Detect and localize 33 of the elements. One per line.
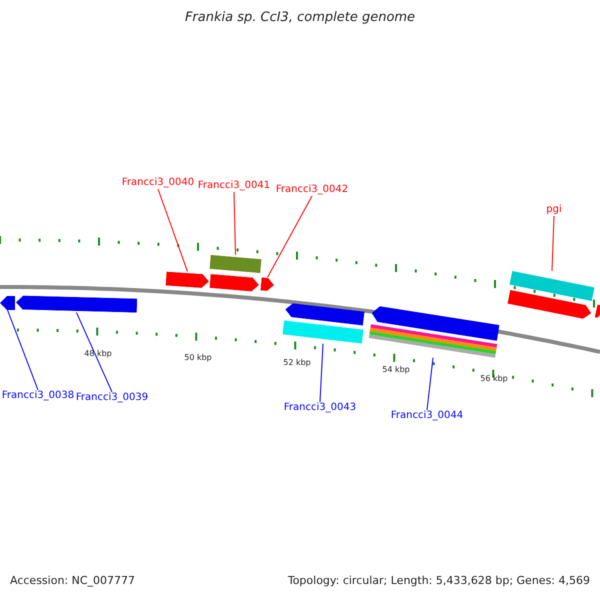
leader-line bbox=[320, 343, 324, 402]
gene-feature-block bbox=[370, 305, 500, 341]
leader-line bbox=[158, 188, 188, 272]
leader-line bbox=[552, 216, 554, 272]
scale-label: 54 kbp bbox=[382, 365, 410, 374]
gene-label: Francci3_0038 bbox=[2, 390, 74, 402]
gene-feature-block bbox=[260, 277, 275, 292]
leader-line bbox=[267, 196, 312, 278]
feature-bar bbox=[282, 320, 364, 344]
striped-feature-bar bbox=[368, 324, 498, 358]
gene-label: Francci3_0042 bbox=[276, 184, 348, 196]
accession-note: Accession: NC_007777 bbox=[10, 574, 136, 587]
leader-line bbox=[234, 192, 236, 256]
genome-summary: Topology: circular; Length: 5,433,628 bp; Genes: 4,569 bbox=[288, 574, 590, 587]
leader-line bbox=[426, 357, 434, 410]
gene-label: Francci3_0043 bbox=[284, 402, 356, 414]
feature-bar bbox=[210, 254, 262, 274]
scale-label: 52 kbp bbox=[283, 358, 311, 367]
scale-label: 48 kbp bbox=[84, 349, 112, 358]
scale-label: 56 kbp bbox=[480, 374, 508, 383]
gene-feature-block bbox=[507, 290, 593, 320]
leader-line bbox=[76, 312, 112, 392]
gene-label: Francci3_0040 bbox=[122, 177, 194, 189]
leader-line bbox=[7, 310, 38, 390]
gene-label: Francci3_0039 bbox=[76, 392, 148, 404]
scale-label: 50 kbp bbox=[184, 353, 212, 362]
diagram-title: Frankia sp. CcI3, complete genome bbox=[184, 10, 416, 25]
gene-feature-block bbox=[0, 296, 15, 310]
gene-label: Francci3_0044 bbox=[390, 410, 464, 422]
gene-label: Francci3_0041 bbox=[198, 180, 270, 192]
gene-feature-block bbox=[284, 302, 365, 326]
gene-label: pgi bbox=[546, 204, 562, 216]
gene-feature-block bbox=[166, 272, 210, 288]
